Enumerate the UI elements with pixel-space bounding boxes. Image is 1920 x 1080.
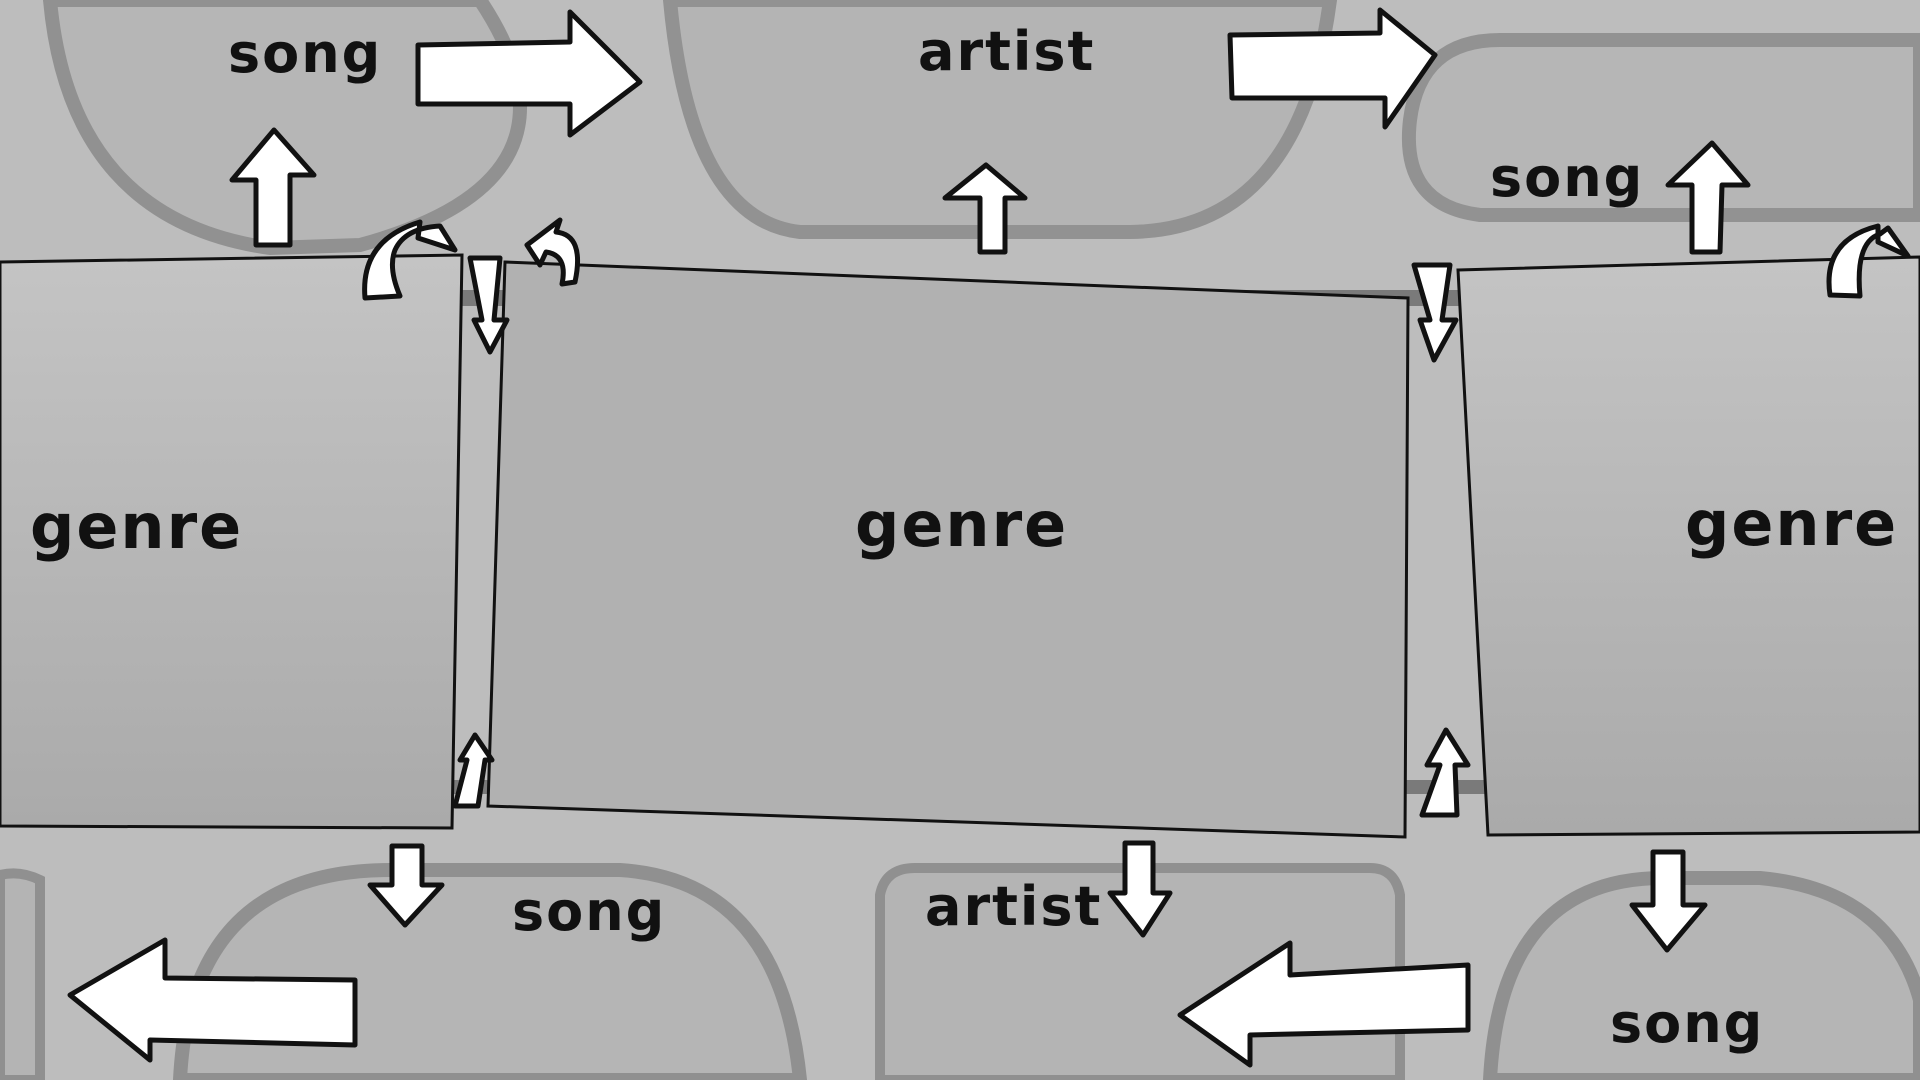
label-mid-left: genre bbox=[30, 490, 243, 563]
label-top-right: song bbox=[1490, 146, 1644, 209]
arrow-down-icon bbox=[1107, 840, 1173, 938]
curved-arrow-icon bbox=[524, 217, 581, 287]
arrow-right-icon bbox=[1227, 7, 1438, 130]
arrow-up-icon bbox=[229, 127, 317, 248]
genre-panel-center bbox=[486, 260, 1410, 839]
top-row bbox=[42, 0, 1920, 256]
label-mid-center: genre bbox=[855, 488, 1068, 561]
label-top-center: artist bbox=[918, 20, 1095, 83]
label-mid-right: genre bbox=[1685, 487, 1898, 560]
genre-panel-right bbox=[1456, 255, 1920, 837]
bottom-left-song-card bbox=[172, 863, 808, 1080]
curved-arrow-icon bbox=[1826, 223, 1911, 299]
arrow-down-icon bbox=[467, 255, 510, 355]
label-bottom-left: song bbox=[512, 880, 666, 943]
arrow-up-icon bbox=[942, 162, 1028, 255]
label-bottom-right: song bbox=[1610, 992, 1764, 1055]
top-center-card bbox=[662, 0, 1338, 239]
label-top-left: song bbox=[228, 22, 382, 85]
arrow-down-icon bbox=[1411, 262, 1459, 363]
curved-arrow-icon bbox=[362, 219, 458, 301]
arrow-left-icon bbox=[1177, 940, 1471, 1068]
label-bottom-center: artist bbox=[925, 875, 1102, 938]
arrow-down-icon bbox=[1629, 849, 1708, 953]
genre-panel-left bbox=[0, 253, 464, 830]
arrow-up-icon bbox=[1665, 140, 1751, 255]
arrow-up-icon bbox=[1419, 727, 1471, 818]
top-right-card bbox=[1401, 33, 1920, 222]
bottom-left-card bbox=[0, 868, 45, 1080]
arrow-down-icon bbox=[367, 843, 445, 928]
arrow-up-icon bbox=[452, 732, 495, 809]
arrow-left-icon bbox=[67, 937, 358, 1063]
labels: song artist song genre genre genre song … bbox=[30, 20, 1898, 1055]
arrow-right-icon bbox=[415, 9, 643, 138]
arrows bbox=[67, 7, 1911, 1068]
